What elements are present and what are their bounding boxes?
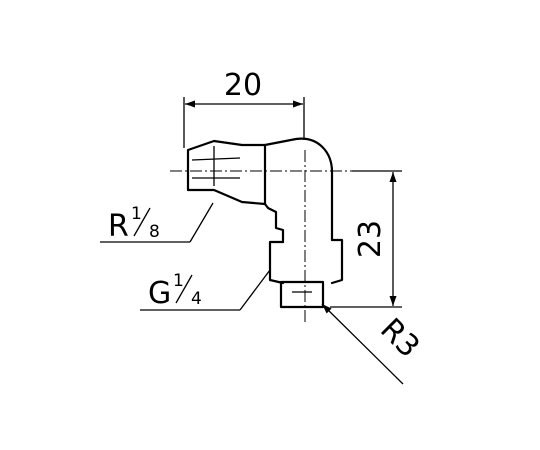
r-thread-denominator: 8 <box>149 222 160 242</box>
width-dimension: 20 <box>183 68 305 148</box>
radius-label: R3 <box>373 312 426 365</box>
g-thread-letter: G <box>148 276 171 311</box>
taper-thread-lines <box>191 146 241 186</box>
elbow-body <box>263 137 334 244</box>
r-thread-letter: R <box>108 209 129 244</box>
taper-thread-end <box>186 139 267 206</box>
parallel-thread-callout: G 1 4 <box>140 269 271 311</box>
parallel-thread-section <box>268 238 344 285</box>
g-callout-leader <box>239 269 271 311</box>
fitting-outline <box>186 137 344 309</box>
r-fraction-bar <box>133 207 151 237</box>
height-dimension: 23 <box>330 170 402 308</box>
center-lines <box>170 150 352 322</box>
g-thread-numerator: 1 <box>173 271 184 291</box>
width-label: 20 <box>224 68 262 103</box>
taper-thread-callout: R 1 8 <box>100 202 214 244</box>
g-thread-denominator: 4 <box>191 289 202 309</box>
radius-leader <box>321 303 404 385</box>
bottom-seat <box>279 280 325 309</box>
radius-callout: R3 <box>321 303 426 385</box>
height-label: 23 <box>353 220 388 258</box>
r-callout-leader <box>189 202 214 243</box>
r-thread-numerator: 1 <box>131 204 142 224</box>
g-fraction-bar <box>175 274 193 304</box>
